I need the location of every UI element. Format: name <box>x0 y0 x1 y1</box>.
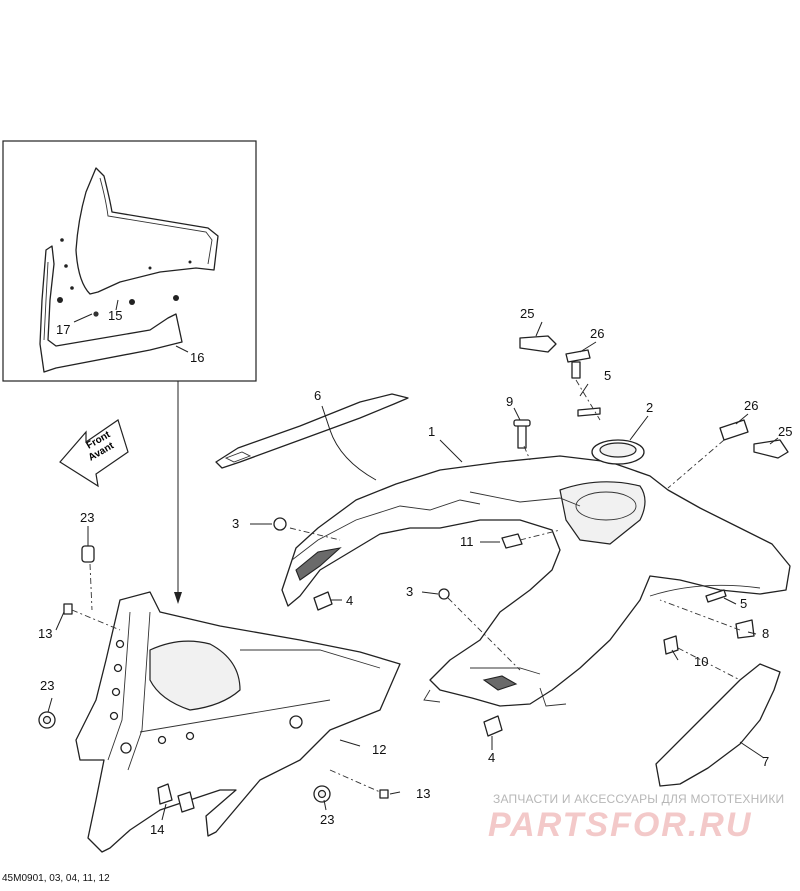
callout-16: 16 <box>190 350 204 365</box>
callout-4: 4 <box>488 750 495 765</box>
callout-12: 12 <box>372 742 386 757</box>
assembly-lines <box>71 379 741 793</box>
callout-13: 13 <box>38 626 52 641</box>
callout-4: 4 <box>346 593 353 608</box>
callout-23: 23 <box>40 678 54 693</box>
watermark-tagline: ЗАПЧАСТИ И АКСЕССУАРЫ ДЛЯ МОТОТЕХНИКИ <box>493 792 785 806</box>
front-direction-arrow: Front Avant <box>59 419 129 488</box>
callout-13: 13 <box>416 786 430 801</box>
bolt-part-9 <box>513 419 531 449</box>
watermark-logo: PARTSFOR.RU <box>488 806 753 844</box>
callout-7: 7 <box>762 754 769 769</box>
callout-23: 23 <box>320 812 334 827</box>
callout-10: 10 <box>694 654 708 669</box>
fuel-cap-ring <box>591 439 645 465</box>
callout-1: 1 <box>428 424 435 439</box>
trim-strip-part <box>215 393 409 469</box>
diagram-code: 45M0901, 03, 04, 11, 12 <box>2 873 110 884</box>
windshield-trim-part <box>39 245 183 373</box>
callout-17: 17 <box>56 322 70 337</box>
callout-labels: 1 2 3 3 4 4 5 5 6 7 8 9 10 11 12 13 13 1… <box>38 306 792 837</box>
callout-26: 26 <box>590 326 604 341</box>
callout-25: 25 <box>520 306 534 321</box>
windshield-part <box>75 167 219 295</box>
callout-11: 11 <box>460 534 474 549</box>
callout-leaders <box>47 321 779 821</box>
callout-8: 8 <box>762 626 769 641</box>
callout-26: 26 <box>744 398 758 413</box>
callout-23: 23 <box>80 510 94 525</box>
upper-fasteners <box>519 335 789 639</box>
main-side-fairing <box>281 455 791 707</box>
callout-3: 3 <box>232 516 239 531</box>
callout-25: 25 <box>778 424 792 439</box>
callout-5: 5 <box>740 596 747 611</box>
lower-guard-part <box>655 663 781 787</box>
callout-9: 9 <box>506 394 513 409</box>
callout-6: 6 <box>314 388 321 403</box>
front-fairing <box>75 591 401 853</box>
windshield-inset <box>2 140 257 382</box>
callout-3: 3 <box>406 584 413 599</box>
small-fasteners <box>273 517 679 737</box>
front-fasteners <box>38 545 389 813</box>
callout-5: 5 <box>604 368 611 383</box>
callout-2: 2 <box>646 400 653 415</box>
callout-15: 15 <box>108 308 122 323</box>
callout-14: 14 <box>150 822 164 837</box>
